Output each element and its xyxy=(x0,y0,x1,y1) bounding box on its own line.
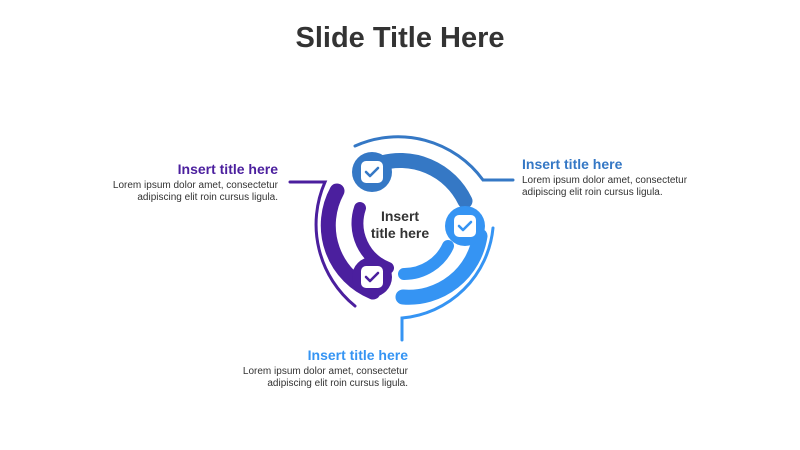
check-badge-right xyxy=(445,206,485,246)
text-block-bottom: Insert title here Lorem ipsum dolor amet… xyxy=(178,347,408,390)
slide-title: Slide Title Here xyxy=(295,22,505,54)
text-block-right: Insert title here Lorem ipsum dolor amet… xyxy=(522,156,752,199)
block-body: Lorem ipsum dolor amet, consectetur adip… xyxy=(522,175,752,199)
block-body-line: Lorem ipsum dolor amet, consectetur xyxy=(522,175,688,186)
block-title: Insert title here xyxy=(307,347,408,363)
check-icon xyxy=(364,166,380,178)
block-title: Insert title here xyxy=(177,161,278,177)
check-badge-bottom xyxy=(352,257,392,297)
thick-arc-light-blue xyxy=(395,228,488,305)
block-body-line: Lorem ipsum dolor amet, consectetur xyxy=(112,180,278,191)
check-badge-top xyxy=(352,152,392,192)
outer-arc-light-blue xyxy=(400,226,495,342)
outer-arc-purple xyxy=(288,180,357,308)
center-title-line2: title here xyxy=(370,225,430,241)
block-body: Lorem ipsum dolor amet, consectetur adip… xyxy=(178,366,408,390)
inner-arc-light-blue xyxy=(398,240,454,281)
block-title: Insert title here xyxy=(522,156,623,172)
block-body-line: adipiscing elit roin cursus ligula. xyxy=(267,378,408,389)
center-title: Insert title here xyxy=(355,208,445,242)
check-icon xyxy=(364,271,380,283)
thick-arc-dark-blue xyxy=(370,153,473,209)
block-body: Lorem ipsum dolor amet, consectetur adip… xyxy=(48,180,278,204)
check-icon xyxy=(457,220,473,232)
block-body-line: Lorem ipsum dolor amet, consectetur xyxy=(242,366,408,377)
block-body-line: adipiscing elit roin cursus ligula. xyxy=(137,192,278,203)
text-block-left: Insert title here Lorem ipsum dolor amet… xyxy=(48,161,278,204)
center-title-line1: Insert xyxy=(380,208,420,224)
outer-arc-dark-blue xyxy=(353,135,515,182)
block-body-line: adipiscing elit roin cursus ligula. xyxy=(522,187,663,198)
